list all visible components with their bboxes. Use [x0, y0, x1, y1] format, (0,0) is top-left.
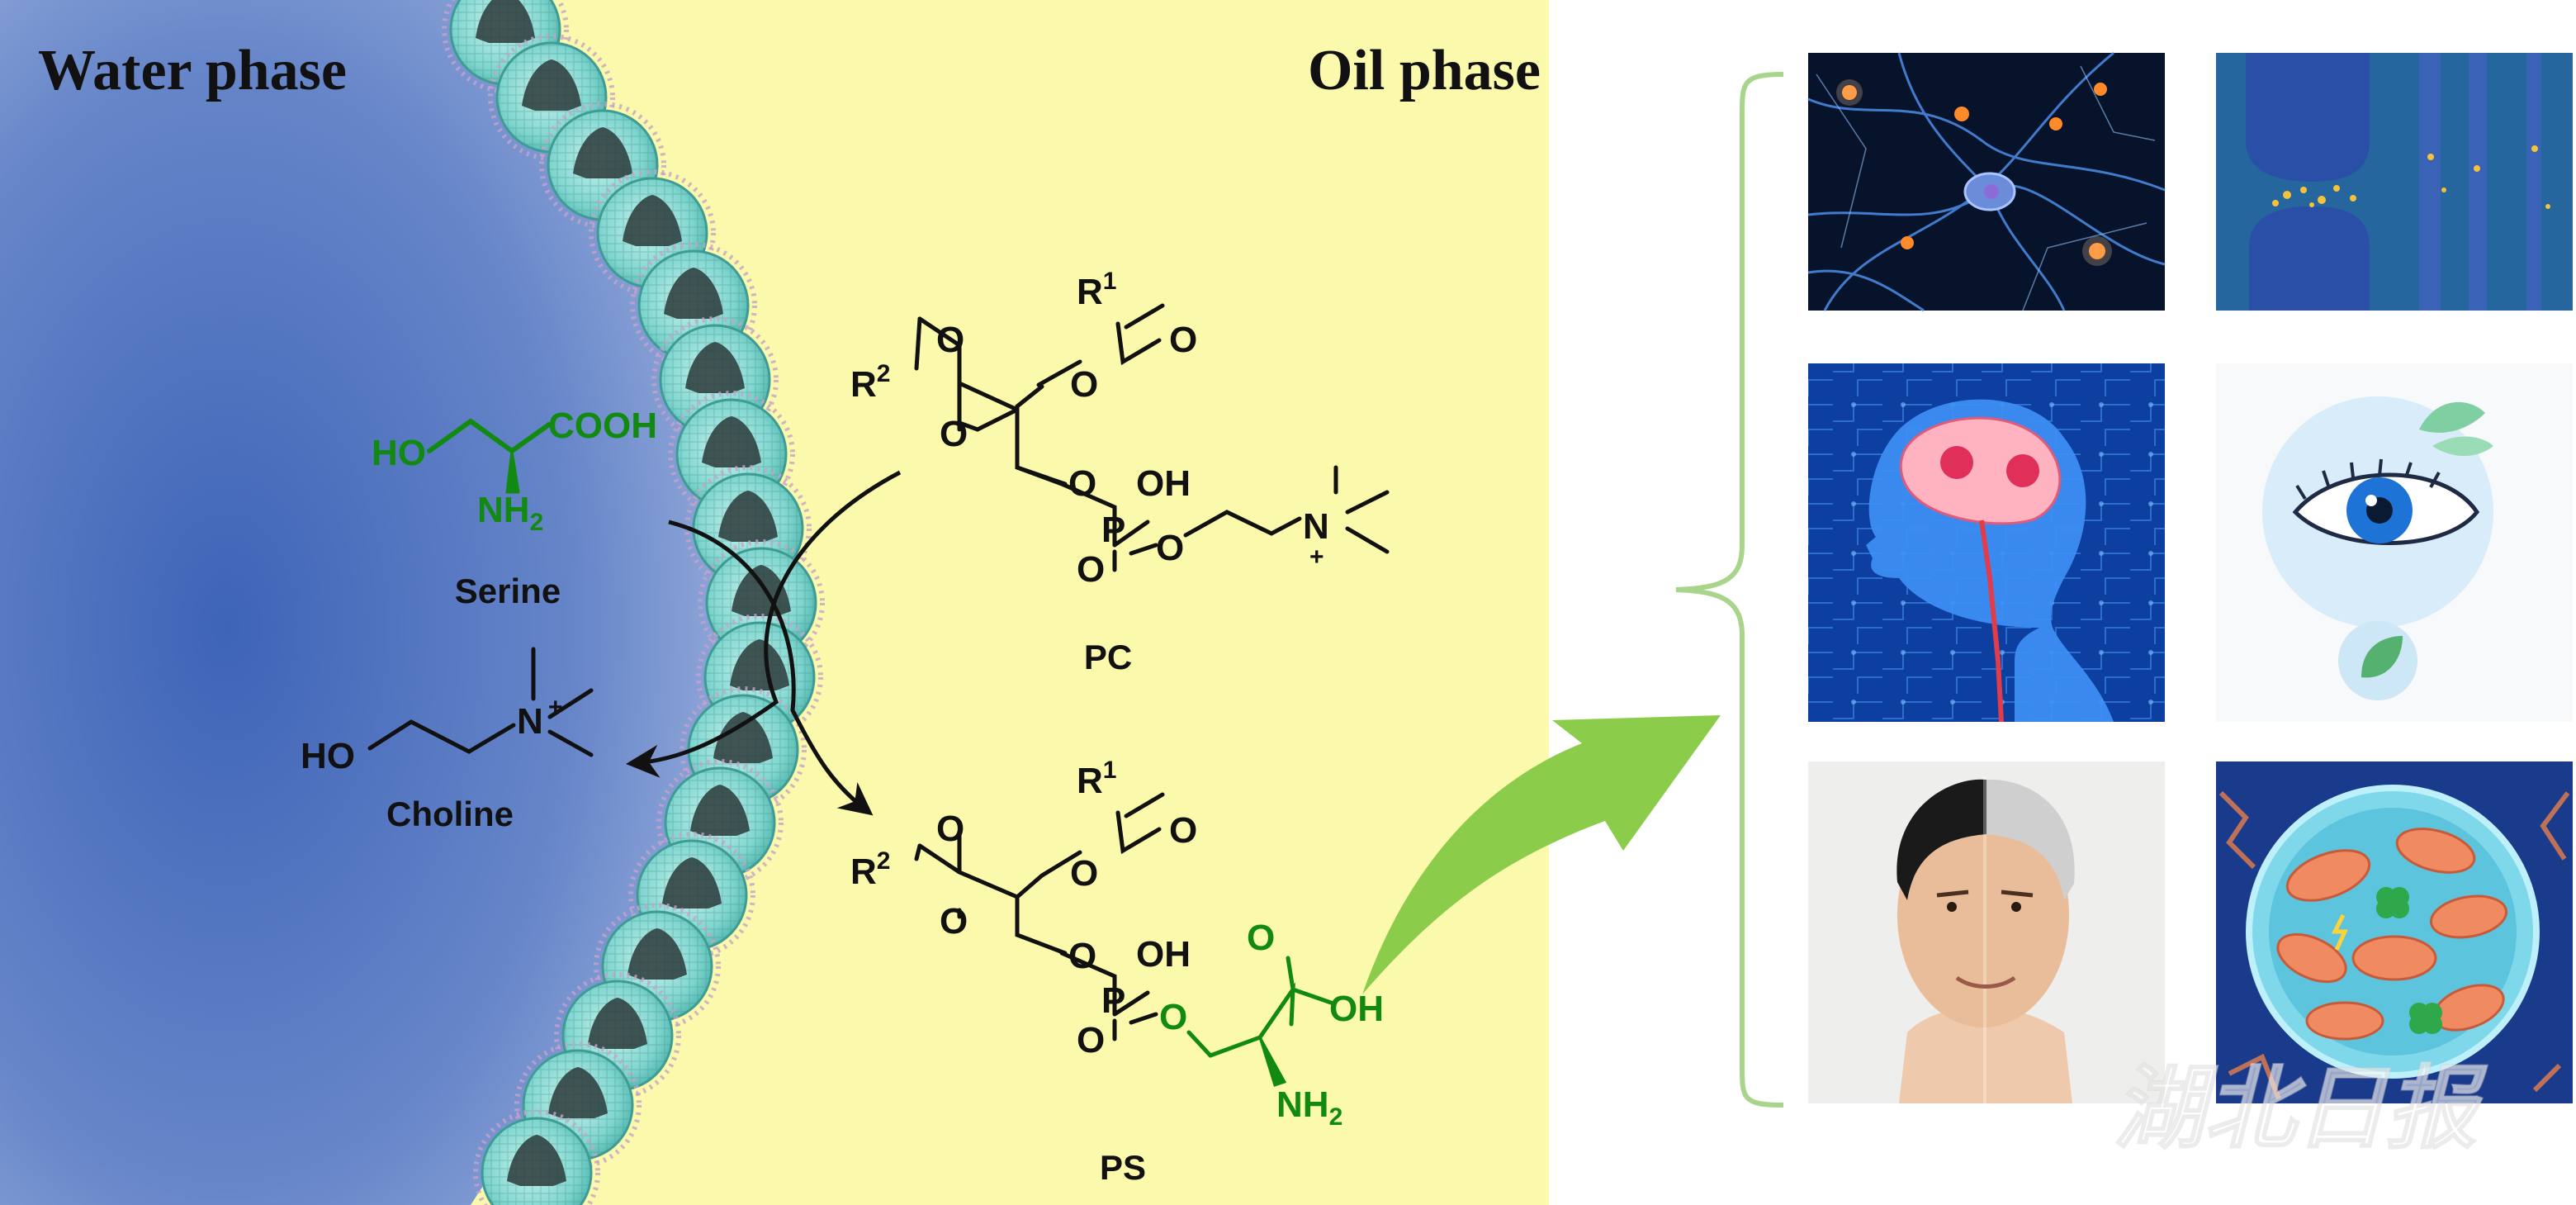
choline-molecule: HO N + Choline — [301, 647, 594, 833]
eye-panel — [2216, 363, 2573, 722]
ps-r1-label: R1 — [1077, 757, 1116, 801]
mitochondria-panel — [2216, 761, 2573, 1103]
water-phase-title: Water phase — [38, 39, 347, 102]
ps-name: PS — [1100, 1148, 1146, 1187]
brain-panel — [1808, 363, 2165, 723]
serine-nh2-label: NH2 — [477, 490, 543, 536]
choline-ho-label: HO — [301, 736, 355, 776]
micelle — [684, 465, 812, 592]
pc-plus-label: + — [1309, 543, 1324, 571]
svg-text:O: O — [940, 414, 968, 454]
serine-cooh-label: COOH — [548, 406, 657, 446]
svg-text:O: O — [1247, 918, 1275, 958]
svg-text:O: O — [1077, 1020, 1105, 1060]
oil-phase-title: Oil phase — [1308, 39, 1541, 102]
pc-r1-label: R1 — [1077, 268, 1116, 312]
pc-oh-label: OH — [1136, 463, 1191, 504]
svg-text:O: O — [1159, 997, 1187, 1037]
choline-plus-label: + — [548, 694, 563, 721]
ps-nh2-label: NH2 — [1276, 1084, 1342, 1131]
pc-p-label: P — [1101, 510, 1125, 550]
water-phase-background — [0, 0, 755, 1205]
svg-text:O: O — [1077, 549, 1105, 590]
svg-text:O: O — [1156, 528, 1184, 568]
aging-face-panel — [1808, 761, 2165, 1103]
application-bracket — [1675, 72, 1784, 1108]
arrow-pc-to-choline — [626, 470, 902, 778]
svg-text:O: O — [936, 809, 964, 849]
arrow-serine-to-ps — [668, 519, 874, 816]
ps-molecule: R1 R2 O O O O O OH P O O O OH NH2 PS — [850, 757, 1384, 1187]
serine-ho-label: HO — [372, 433, 426, 473]
choline-n-label: N — [517, 701, 543, 742]
serine-molecule: HO COOH NH2 Serine — [372, 406, 657, 610]
micelle-chain — [442, 0, 825, 1205]
svg-text:O: O — [1068, 463, 1096, 504]
pc-molecule: R1 R2 O O O O O OH P O O N + PC — [850, 268, 1390, 676]
watermark: 湖北日报 — [2114, 1056, 2488, 1161]
choline-name: Choline — [386, 795, 514, 833]
serine-name: Serine — [455, 572, 561, 610]
ps-p-label: P — [1101, 980, 1125, 1021]
svg-text:O: O — [936, 320, 964, 360]
ps-r2-label: R2 — [850, 847, 890, 892]
pc-r2-label: R2 — [850, 360, 890, 405]
svg-text:O: O — [1070, 364, 1098, 405]
application-arrow — [1362, 715, 1721, 994]
svg-text:O: O — [1169, 320, 1197, 360]
pc-n-label: N — [1303, 506, 1329, 547]
svg-text:O: O — [1070, 853, 1098, 894]
ps-oh-label: OH — [1136, 934, 1191, 975]
svg-text:OH: OH — [1329, 989, 1384, 1029]
svg-text:O: O — [1169, 810, 1197, 851]
synapse-panel — [2216, 53, 2573, 311]
svg-text:O: O — [940, 901, 968, 942]
svg-text:O: O — [1068, 936, 1096, 976]
micelle — [473, 1109, 600, 1205]
pc-name: PC — [1084, 638, 1132, 676]
neural-network-panel — [1807, 51, 2166, 312]
